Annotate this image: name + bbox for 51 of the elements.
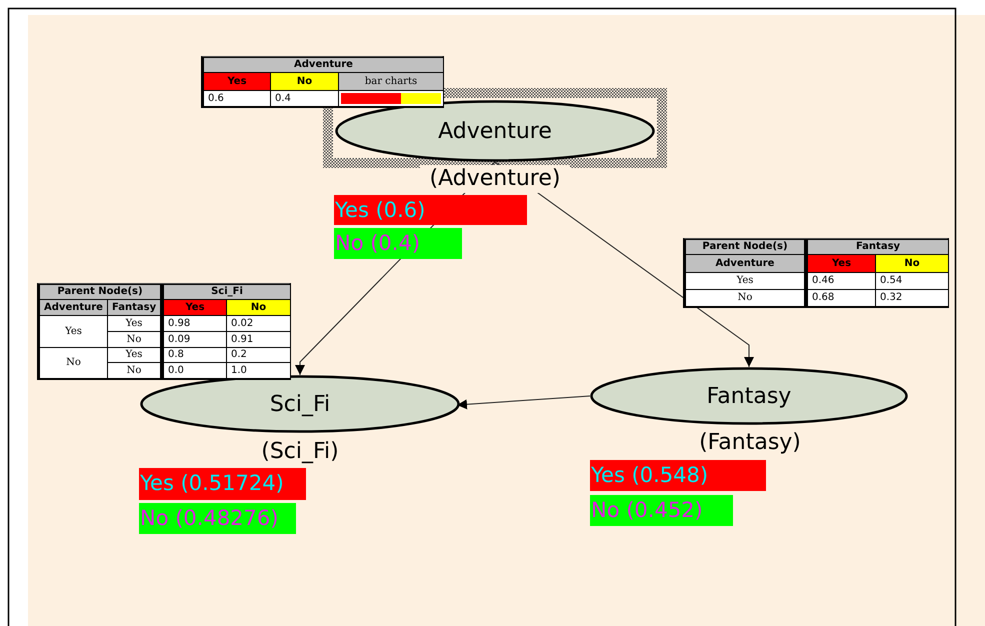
arrow — [456, 396, 590, 410]
probability-bar: Yes (0.548) — [590, 460, 766, 491]
node-ellipse — [140, 375, 460, 433]
table-cell: 0.68 — [808, 290, 875, 306]
table-cell: 0.98 — [164, 316, 226, 331]
table-cell: No — [227, 300, 290, 315]
table-cell: 0.4 — [271, 91, 338, 106]
node-caption: (Adventure) — [420, 165, 570, 193]
node-label: Sci_Fi — [270, 392, 330, 416]
probability-bar: Yes (0.51724) — [139, 468, 306, 500]
node-ellipse — [335, 100, 655, 162]
table-cell: 0.91 — [227, 332, 290, 347]
table-cell: 0.02 — [227, 316, 290, 331]
table-cell: 0.09 — [164, 332, 226, 347]
table-cell: No — [108, 332, 160, 347]
table-cell: Yes — [108, 348, 160, 362]
table-cell: Yes — [164, 300, 226, 315]
table-cell: 0.8 — [164, 348, 226, 362]
probability-bar: No (0.4) — [334, 228, 462, 259]
table-cell: 0.32 — [876, 290, 948, 306]
table-cell: Yes — [108, 316, 160, 331]
probability-bar: No (0.48276) — [139, 503, 296, 534]
probability-bar: Yes (0.6) — [334, 195, 527, 225]
header-cell: Fantasy — [808, 240, 948, 254]
node-ellipse — [590, 367, 908, 425]
table-cell: Yes — [204, 73, 270, 90]
table-cell: 1.0 — [227, 363, 290, 378]
table-cell: Yes — [686, 273, 804, 289]
table-cell: No — [108, 363, 160, 378]
header-cell: Adventure — [40, 300, 107, 315]
table-cell: No — [271, 73, 338, 90]
header-cell: Sci_Fi — [164, 285, 290, 299]
table-cell: 0.0 — [164, 363, 226, 378]
table-cell: 0.2 — [227, 348, 290, 362]
header-cell: Adventure — [204, 58, 443, 72]
table-cell: 0.54 — [876, 273, 948, 289]
node-label: Adventure — [438, 118, 552, 144]
table-cell: Yes — [808, 255, 875, 272]
header-cell: Parent Node(s) — [686, 240, 804, 254]
table-cell: 0.46 — [808, 273, 875, 289]
table-cell: Yes — [40, 316, 107, 347]
header-cell: Parent Node(s) — [40, 285, 160, 299]
table-cell: No — [686, 290, 804, 306]
header-cell: Adventure — [686, 255, 804, 272]
header-cell: bar charts — [339, 73, 443, 90]
header-cell: Fantasy — [108, 300, 160, 315]
table-cell: No — [876, 255, 948, 272]
table-cell: 0.6 — [204, 91, 270, 106]
node-label: Fantasy — [706, 384, 792, 408]
table-cell: No — [40, 348, 107, 378]
probability-bar: No (0.452) — [590, 495, 733, 526]
